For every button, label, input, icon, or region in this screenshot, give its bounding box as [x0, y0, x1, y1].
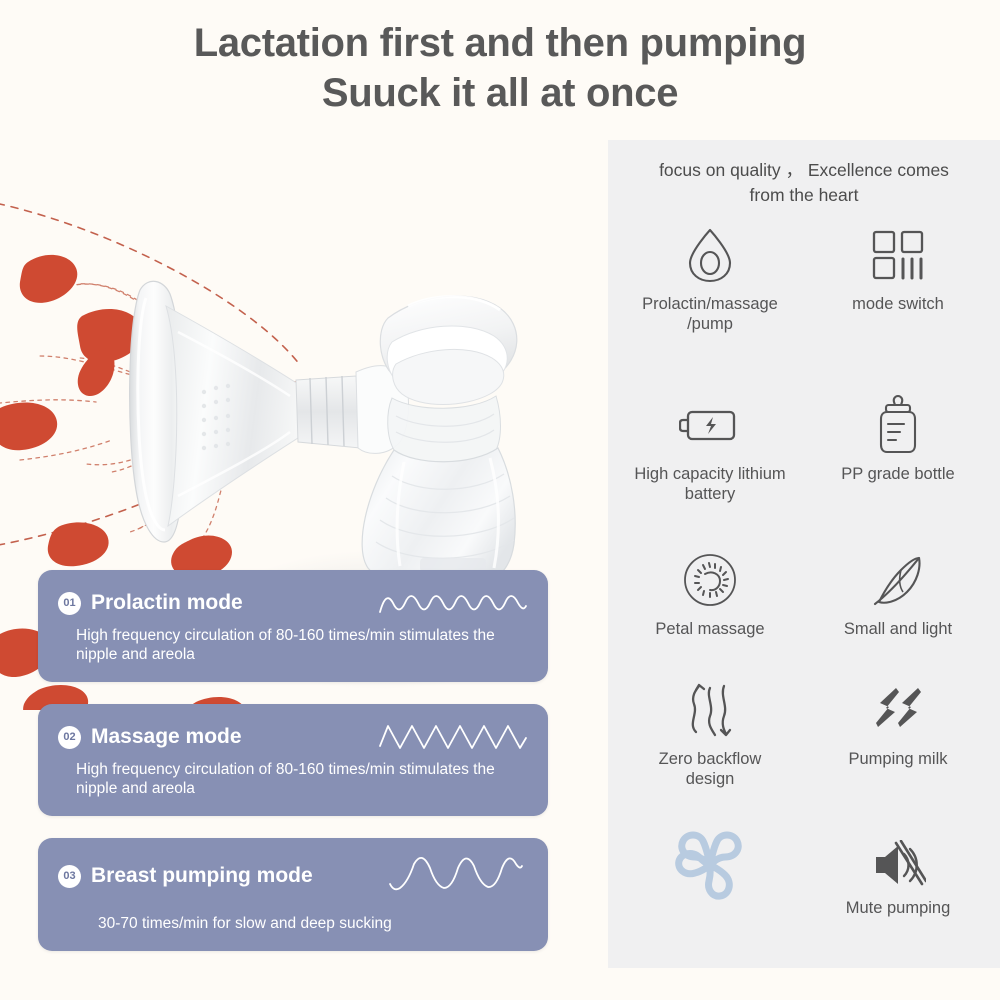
flower-petal-icon [667, 831, 753, 900]
feature-label: PP grade bottle [841, 465, 955, 483]
feature-zero-backflow[interactable]: Zero backflow design [616, 679, 804, 834]
mode-title: Prolactin mode [91, 591, 243, 614]
mode-description: 30-70 times/min for slow and deep suckin… [98, 915, 392, 932]
feature-pp-grade-bottle[interactable]: PP grade bottle [804, 394, 992, 549]
feature-row: Petal massage Small and light [616, 549, 992, 679]
mode-card-massage[interactable]: 02 Massage mode High frequency circulati… [38, 704, 548, 816]
low-frequency-sine-icon [323, 854, 528, 898]
feature-mute-pumping[interactable]: Mute pumping [804, 834, 992, 954]
high-frequency-sine-icon [253, 586, 528, 620]
feature-label: Petal massage [655, 620, 765, 638]
mode-description: High frequency circulation of 80-160 tim… [76, 761, 495, 797]
feature-label: Mute pumping [845, 899, 951, 917]
panel-heading-line-2: from the heart [749, 185, 859, 205]
mode-description: High frequency circulation of 80-160 tim… [76, 627, 495, 663]
mode-switch-icon [870, 224, 926, 286]
feature-label: High capacity lithium battery [634, 465, 786, 503]
feature-row: Mute pumping [616, 831, 992, 954]
double-bolt-icon [872, 679, 924, 741]
feature-row: Zero backflow design Pumping milk [616, 679, 992, 834]
title-line-1: Lactation first and then pumping [193, 21, 807, 65]
panel-heading-line-1: focus on quality ， Excellence comes [659, 160, 949, 180]
mode-card-list: 01 Prolactin mode High frequency circula… [38, 570, 548, 973]
mute-speaker-icon [870, 834, 926, 896]
baby-bottle-icon [874, 394, 922, 456]
feature-pumping-milk[interactable]: Pumping milk [804, 679, 992, 834]
mode-number-badge: 03 [58, 864, 81, 888]
feature-flower-petal[interactable] [616, 831, 804, 954]
petal-massage-icon [682, 549, 738, 611]
feature-label: Small and light [843, 620, 953, 638]
mode-card-breast-pumping[interactable]: 03 Breast pumping mode 30-70 times/min f… [38, 838, 548, 951]
feature-label: Prolactin/massage /pump [642, 295, 778, 333]
mode-card-header: 01 Prolactin mode [58, 586, 528, 620]
feature-label: mode switch [852, 295, 944, 313]
feature-label: Zero backflow design [658, 750, 762, 788]
feature-lithium-battery[interactable]: High capacity lithium battery [616, 394, 804, 549]
mode-card-prolactin[interactable]: 01 Prolactin mode High frequency circula… [38, 570, 548, 682]
droplet-icon [684, 224, 736, 286]
feature-mode-switch[interactable]: mode switch [804, 224, 992, 394]
battery-icon [679, 394, 741, 456]
mode-number-badge: 02 [58, 725, 81, 749]
mode-title: Massage mode [91, 725, 242, 748]
feature-panel: focus on quality ， Excellence comes from… [608, 140, 1000, 968]
feature-row: High capacity lithium battery PP grade b… [616, 394, 992, 549]
feather-icon [869, 549, 927, 611]
airflow-waves-icon [684, 679, 736, 741]
triangle-zigzag-icon [252, 720, 528, 754]
title-line-2: Suuck it all at once [321, 71, 679, 115]
mode-card-header: 03 Breast pumping mode [58, 854, 528, 898]
panel-heading: focus on quality ， Excellence comes from… [616, 158, 992, 208]
feature-small-and-light[interactable]: Small and light [804, 549, 992, 679]
feature-petal-massage[interactable]: Petal massage [616, 549, 804, 679]
feature-prolactin-massage-pump[interactable]: Prolactin/massage /pump [616, 224, 804, 394]
mode-number-badge: 01 [58, 591, 81, 615]
mode-title: Breast pumping mode [91, 864, 313, 887]
page-title: Lactation first and then pumping Suuck i… [0, 18, 1000, 118]
mode-card-header: 02 Massage mode [58, 720, 528, 754]
feature-row: Prolactin/massage /pump mode switch [616, 224, 992, 394]
feature-grid: Prolactin/massage /pump mode switch [616, 224, 992, 954]
feature-label: Pumping milk [848, 750, 948, 768]
